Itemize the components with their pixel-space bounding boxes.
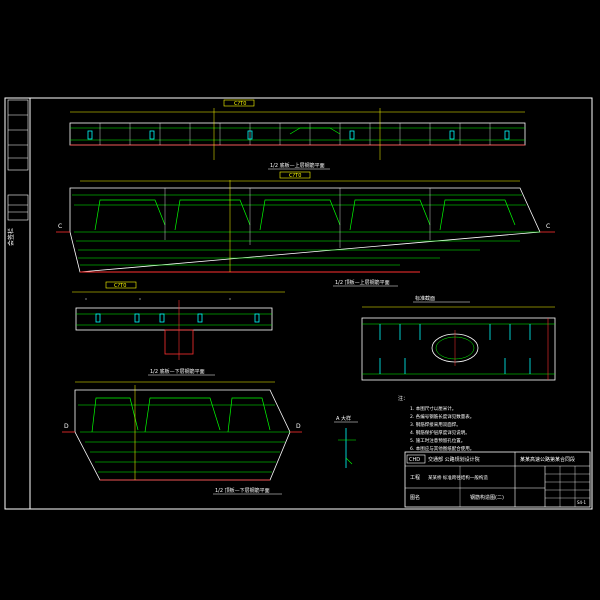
note-6: 6. 本图应与其他图纸配合使用。 xyxy=(410,445,474,452)
top-view-outline xyxy=(69,122,526,146)
top-view-scale: C?T0 xyxy=(234,101,246,107)
notes-block: 注： 1. 本图尺寸以厘米计。 2. 各编号钢筋长度详见数量表。 3. 钢筋焊接… xyxy=(398,395,474,452)
title-project-label: 工程 xyxy=(410,474,420,481)
right-view-label: 标准截面 xyxy=(415,295,435,302)
middle-view-scale: C?T0 xyxy=(289,173,301,179)
left-bottom-outline xyxy=(74,389,291,481)
note-3: 3. 钢筋焊接采用双面焊。 xyxy=(410,421,461,428)
note-1: 1. 本图尺寸以厘米计。 xyxy=(410,405,456,412)
left-view-caption: 1/2 底板—下层钢筋平面 xyxy=(150,368,205,375)
middle-view-caption: 1/2 顶板—上层钢筋平面 xyxy=(335,279,390,286)
cut-c-left: C xyxy=(58,223,62,230)
title-logo: CHD xyxy=(409,457,420,463)
note-5: 5. 施工时注意预留孔位置。 xyxy=(410,437,465,444)
title-sheet-code: S4-1 xyxy=(577,500,587,505)
cut-d-right: D xyxy=(296,423,301,430)
cut-d-left: D xyxy=(64,423,69,430)
top-view-caption: 1/2 底板—上层钢筋平面 xyxy=(270,162,325,169)
middle-view-outline xyxy=(69,187,541,273)
title-company: 交通部 公路规划设计院 xyxy=(428,456,480,463)
middle-view: C?T0 C C 1/2 顶板—上层钢筋平面 xyxy=(56,171,555,287)
small-detail-label: A 大样 xyxy=(336,415,351,422)
left-view-scale: C?T0 xyxy=(114,283,126,289)
title-drawing-name: 钢筋构造图(二) xyxy=(470,494,504,501)
side-strip: 会签栏 xyxy=(7,99,29,246)
right-section-view: 标准截面 xyxy=(361,295,556,381)
note-4: 4. 钢筋保护层厚度详见说明。 xyxy=(410,429,470,436)
note-2: 2. 各编号钢筋长度详见数量表。 xyxy=(410,413,474,420)
small-detail: A 大样 xyxy=(334,415,358,468)
left-view: C?T0 1/2 底板—下层钢筋平面 xyxy=(62,281,302,495)
title-project-name: 某某桥 标准跨径结构一般构造 xyxy=(428,474,488,481)
notes-title: 注： xyxy=(398,395,408,402)
right-section-outline xyxy=(361,317,556,381)
title-drawing-label: 图名 xyxy=(410,494,420,501)
outer-frame xyxy=(4,97,593,510)
left-view-outline xyxy=(75,307,273,331)
cut-c-right: C xyxy=(546,223,550,230)
side-strip-label: 会签栏 xyxy=(7,228,15,246)
top-view: C?T0 1/2 底板—上层钢筋平面 xyxy=(69,99,526,170)
left-bottom-caption: 1/2 顶板—下层钢筋平面 xyxy=(215,487,270,494)
title-right-title: 某某高速公路第某合同段 xyxy=(520,456,575,463)
title-block: CHD 交通部 公路规划设计院 某某高速公路第某合同段 工程 某某桥 标准跨径结… xyxy=(404,451,591,508)
